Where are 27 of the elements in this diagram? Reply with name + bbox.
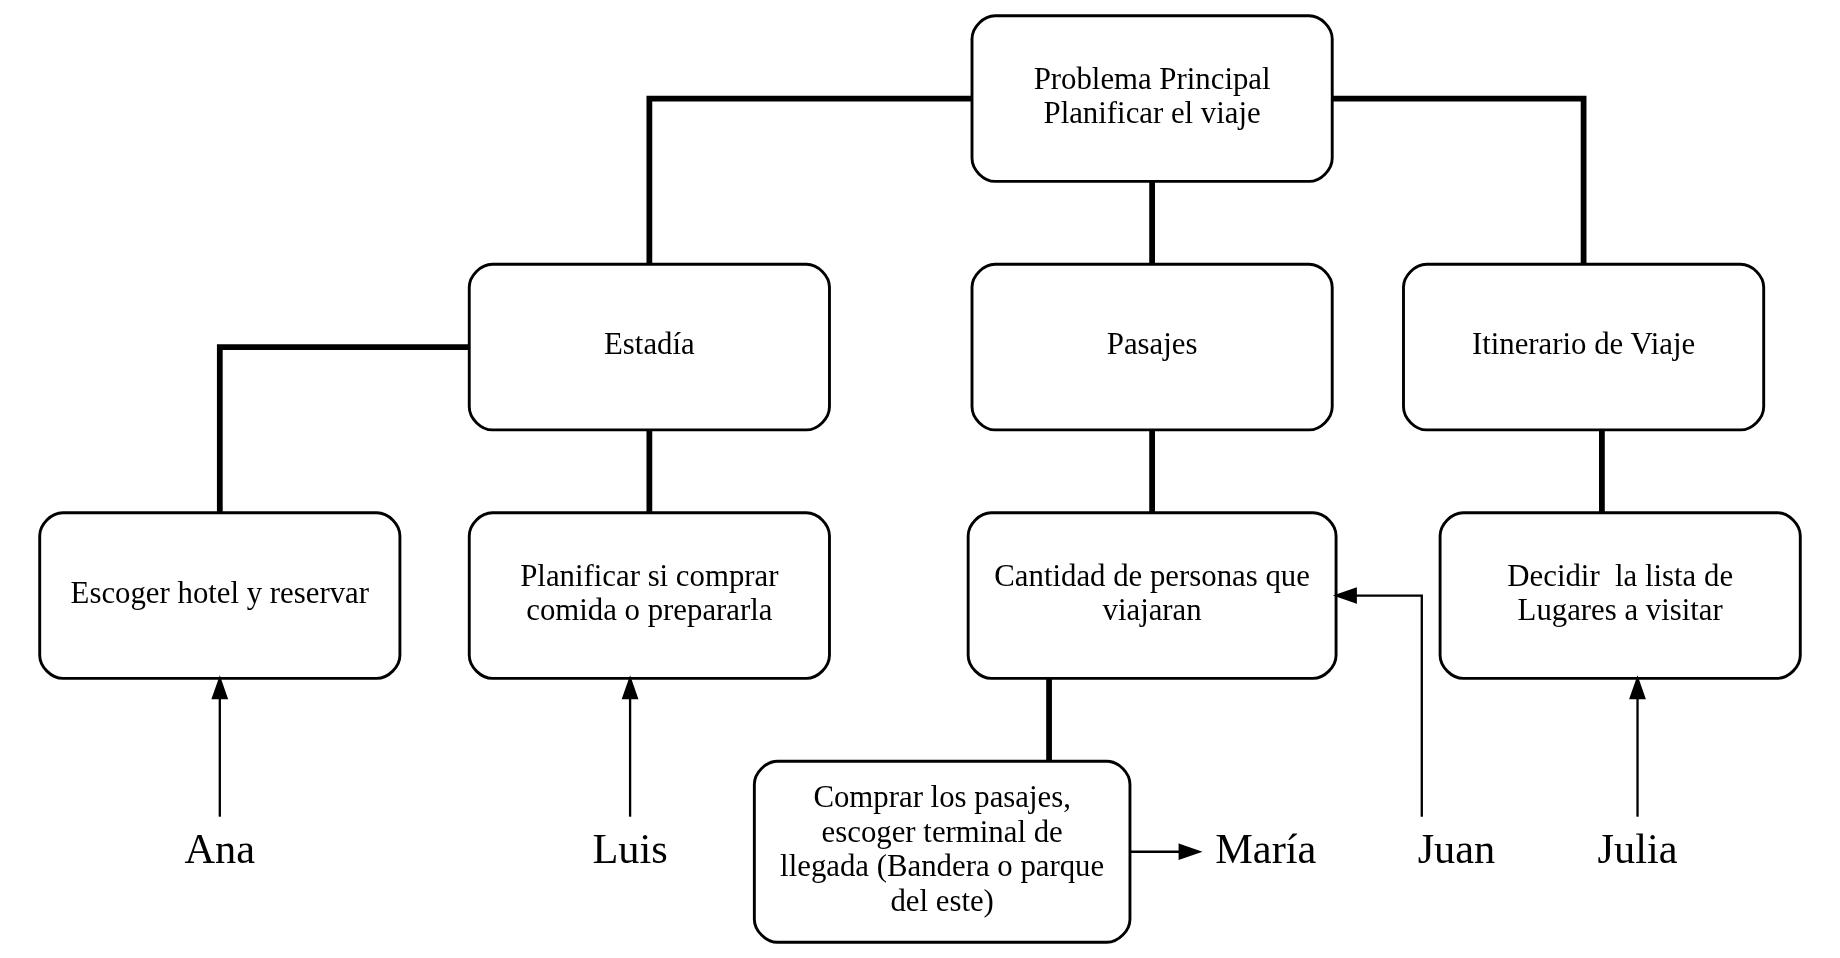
node-box: Decidir la lista de Lugares a visitar xyxy=(1438,511,1802,680)
connector xyxy=(1046,678,1052,761)
arrow xyxy=(211,675,229,817)
connector xyxy=(1149,182,1155,264)
node-text: Juan xyxy=(1417,824,1496,872)
node-box: Comprar los pasajes, escoger terminal de llegada (Bandera o parque del este) xyxy=(752,759,1132,944)
connector xyxy=(216,344,470,513)
node-box: Planificar si comprar comida o prepararla xyxy=(467,511,831,680)
arrow xyxy=(1332,587,1423,817)
node-box: Pasajes xyxy=(970,262,1334,432)
connector xyxy=(1599,430,1605,512)
node-box: Estadía xyxy=(467,262,831,432)
node-text: Luis xyxy=(592,824,668,872)
node-box: Itinerario de Viaje xyxy=(1402,262,1766,432)
node-text: Ana xyxy=(184,824,256,872)
connector xyxy=(646,95,972,264)
connector xyxy=(1332,95,1587,264)
node-text: María xyxy=(1215,824,1317,872)
node-box: Escoger hotel y reservar xyxy=(38,511,402,680)
node-text: Julia xyxy=(1597,824,1678,872)
arrow xyxy=(621,675,639,817)
connector xyxy=(646,430,653,512)
arrow xyxy=(1629,675,1646,817)
connector xyxy=(1149,430,1155,512)
node-box: Problema Principal Planificar el viaje xyxy=(970,14,1334,183)
node-box: Cantidad de personas que viajaran xyxy=(966,511,1338,680)
arrow xyxy=(1130,843,1203,861)
